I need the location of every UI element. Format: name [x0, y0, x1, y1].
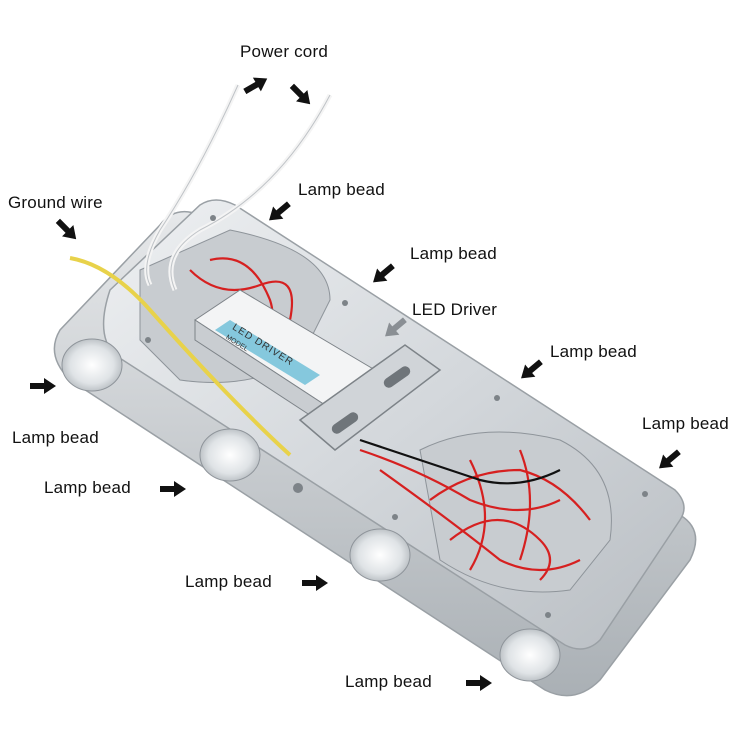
- label-lamp-bead-upper: Lamp bead: [410, 244, 497, 263]
- label-lamp-bead-lower-left: Lamp bead: [44, 478, 131, 497]
- arrow-lamp-bead-left: [30, 378, 56, 394]
- arrow-lamp-bead-top: [264, 198, 294, 227]
- cavity-right: [419, 431, 612, 593]
- arrow-lamp-bead-lower-mid: [302, 575, 328, 591]
- label-ground-wire: Ground wire: [8, 193, 103, 212]
- label-lamp-bead-mid-right: Lamp bead: [550, 342, 637, 361]
- label-led-driver: LED Driver: [412, 300, 498, 319]
- lens-3: [349, 528, 411, 582]
- label-power-cord: Power cord: [240, 42, 328, 61]
- arrow-lamp-bead-mid-right: [516, 356, 546, 385]
- label-lamp-bead-left: Lamp bead: [12, 428, 99, 447]
- arrow-lamp-bead-upper: [368, 260, 398, 289]
- label-lamp-bead-top: Lamp bead: [298, 180, 385, 199]
- label-lamp-bead-far-right: Lamp bead: [642, 414, 729, 433]
- arrow-power-cord-right: [286, 80, 316, 110]
- label-lamp-bead-lower-mid: Lamp bead: [185, 572, 272, 591]
- arrow-led-driver: [380, 314, 410, 343]
- screw-holes: [145, 215, 648, 618]
- arrow-power-cord-left: [241, 72, 272, 99]
- ground-wire: [69, 256, 292, 457]
- arrow-ground-wire: [52, 215, 82, 245]
- black-wire: [359, 438, 561, 485]
- arrow-lamp-bead-far-right: [654, 446, 684, 475]
- arrow-lamp-bead-bottom: [466, 675, 492, 691]
- lens-4: [499, 628, 561, 682]
- arrow-lamp-bead-lower-left: [160, 481, 186, 497]
- lens-2: [199, 428, 261, 482]
- lens-1: [61, 338, 123, 392]
- label-lamp-bead-bottom: Lamp bead: [345, 672, 432, 691]
